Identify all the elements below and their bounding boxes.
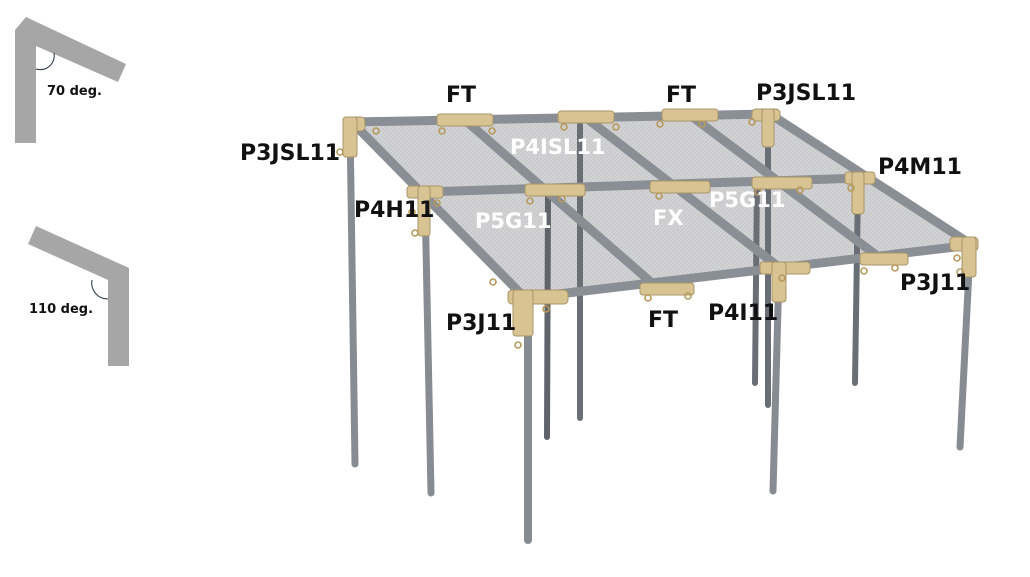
- fitting-p5g11-right: [751, 176, 813, 190]
- label-p5g11-left: P5G11: [475, 209, 552, 233]
- fitting-ft-front: [639, 282, 695, 296]
- fitting-ft-back-right: [661, 108, 719, 122]
- angle-70-label: 70 deg.: [47, 84, 102, 99]
- label-ft-back-left: FT: [446, 83, 477, 108]
- fitting-p5g11-left: [524, 183, 586, 197]
- label-fx: FX: [653, 206, 684, 230]
- fittings: [342, 108, 979, 337]
- fitting-fx: [649, 180, 711, 194]
- angle-70-diagram: [15, 17, 126, 143]
- angle-legend: [15, 17, 129, 366]
- label-p4m11: P4M11: [878, 155, 962, 180]
- label-p3j11-front: P3J11: [446, 311, 517, 336]
- label-p4h11: P4H11: [354, 198, 435, 223]
- label-ft-back-right: FT: [666, 83, 697, 108]
- angle-110-diagram: [28, 226, 129, 366]
- label-p4isl11: P4ISL11: [510, 135, 606, 159]
- label-p3jsl11-left: P3JSL11: [240, 141, 341, 166]
- fitting-t-front-right: [859, 252, 909, 266]
- eye-hooks: [336, 118, 964, 349]
- label-p3j11-right: P3J11: [900, 271, 971, 296]
- fitting-ft-back-left: [436, 113, 494, 127]
- label-p3jsl11-back-right: P3JSL11: [756, 81, 857, 106]
- label-ft-front: FT: [648, 308, 679, 333]
- legs: [346, 117, 974, 544]
- fitting-t-back-mid: [557, 110, 615, 124]
- label-p4i11: P4I11: [708, 301, 779, 326]
- label-p5g11-right: P5G11: [709, 188, 786, 212]
- angle-110-label: 110 deg.: [29, 302, 94, 317]
